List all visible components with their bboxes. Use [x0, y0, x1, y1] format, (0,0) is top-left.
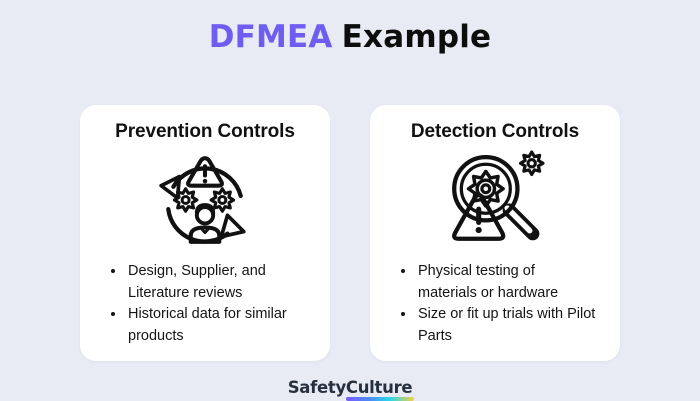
- prevention-cycle-icon: [159, 155, 246, 244]
- footer: SafetyCulture: [287, 377, 415, 401]
- gear-icon: [172, 187, 199, 213]
- logo-text-culture: Culture: [345, 377, 413, 397]
- warning-triangle-icon: [452, 192, 506, 241]
- safetyculture-logo: SafetyCulture: [287, 377, 415, 401]
- logo-text-safety: Safety: [287, 377, 347, 397]
- detection-bullet-list: Physical testing of materials or hardwar…: [388, 261, 602, 348]
- gear-icon: [466, 169, 505, 208]
- bullet-item: Design, Supplier, and Literature reviews: [126, 261, 312, 305]
- prevention-bullet-list: Design, Supplier, and Literature reviews…: [98, 261, 312, 348]
- bullet-item: Size or fit up trials with Pilot Parts: [416, 304, 602, 348]
- detection-controls-card: Detection Controls: [370, 104, 620, 361]
- bullet-item: Historical data for similar products: [126, 304, 312, 348]
- prevention-controls-heading: Prevention Controls: [115, 120, 295, 142]
- prevention-icon-wrap: [98, 147, 312, 255]
- arrowhead-right: [219, 213, 246, 239]
- gear-icon: [209, 187, 236, 213]
- gear-icon: [518, 150, 545, 176]
- detection-magnifier-icon: [452, 150, 545, 241]
- cards-row: Prevention Controls: [80, 104, 620, 361]
- detection-icon-wrap: [388, 147, 602, 255]
- arrowhead-left: [159, 174, 182, 200]
- prevention-controls-card: Prevention Controls: [80, 104, 330, 361]
- bullet-item: Physical testing of materials or hardwar…: [416, 261, 602, 305]
- page-title-rest: Example: [341, 19, 492, 55]
- page-title-highlight: DFMEA: [208, 19, 333, 55]
- detection-controls-heading: Detection Controls: [410, 120, 580, 142]
- warning-triangle-icon: [186, 155, 224, 188]
- magnifier-handle: [502, 203, 540, 241]
- logo-gradient-underline: [345, 397, 415, 401]
- person-icon: [188, 203, 222, 244]
